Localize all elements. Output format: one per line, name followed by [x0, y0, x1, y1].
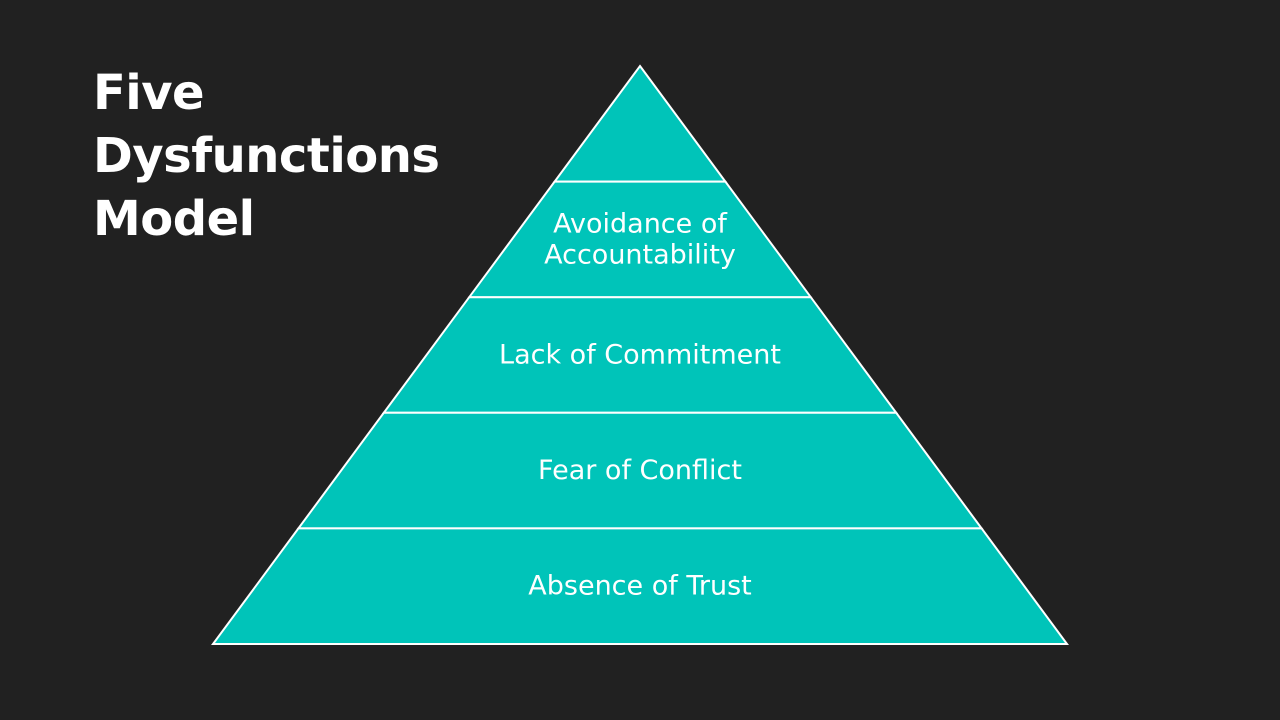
pyramid-tier-5: [211, 527, 1069, 645]
title-line-3: Model: [93, 191, 255, 247]
pyramid-tiers: [211, 64, 1069, 645]
pyramid-tier-2-label-line-2: Accountability: [544, 239, 736, 270]
slide-title: Five Dysfunctions Model: [93, 62, 513, 251]
title-line-1: Five: [93, 65, 205, 121]
pyramid-tier-1: [552, 64, 728, 183]
pyramid-tier-3-label-line-1: Lack of Commitment: [499, 340, 781, 371]
pyramid-tier-5-label-line-1: Absence of Trust: [528, 571, 751, 602]
pyramid-tier-4-label-line-1: Fear of Conflict: [538, 455, 742, 486]
title-line-2: Dysfunctions: [93, 128, 440, 184]
pyramid-tier-2-label-line-1: Avoidance of: [553, 208, 728, 239]
